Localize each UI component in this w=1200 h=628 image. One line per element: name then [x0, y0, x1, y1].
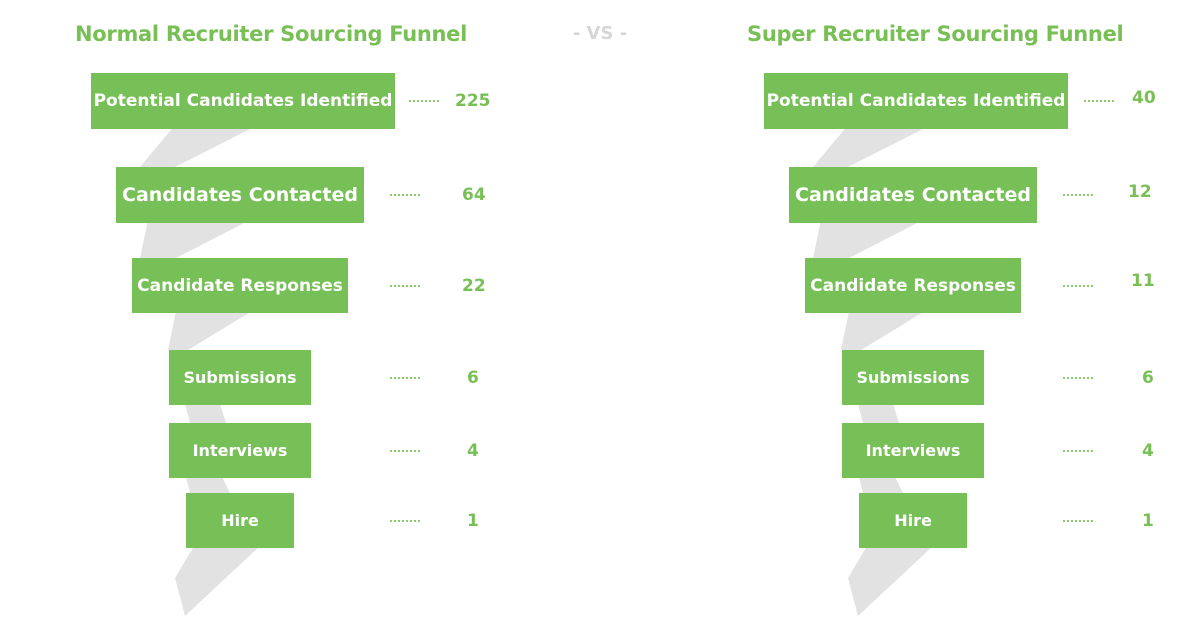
funnel-stage-box: Hire — [186, 493, 294, 548]
funnel-stage-label: Submissions — [856, 368, 970, 387]
funnel-stage-value: 22 — [462, 275, 486, 296]
funnel-stage-value: 4 — [467, 440, 479, 461]
funnel-stage-value: 225 — [455, 91, 491, 111]
funnel-stage-value: 11 — [1131, 271, 1155, 291]
funnel-shadow — [813, 125, 933, 616]
funnel-stage-label: Candidates Contacted — [122, 184, 358, 206]
right-funnel-title: Super Recruiter Sourcing Funnel — [747, 22, 1124, 46]
funnel-shadow-segment — [858, 404, 899, 423]
funnel-stage-label: Candidate Responses — [137, 275, 343, 296]
dotted-leader-line — [390, 194, 420, 196]
funnel-shadow-segment — [848, 546, 933, 616]
funnel-shadow-segment — [168, 311, 252, 350]
funnel-stage-label: Candidates Contacted — [795, 184, 1031, 206]
funnel-stage-value: 6 — [467, 367, 479, 388]
dotted-leader-line — [390, 449, 420, 452]
funnel-stage-value: 40 — [1132, 88, 1156, 108]
funnel-shadow-segment — [813, 220, 923, 258]
funnel-stage-value: 12 — [1128, 182, 1152, 202]
funnel-stage-box: Hire — [859, 493, 967, 548]
funnel-stage-box: Potential Candidates Identified — [91, 73, 395, 129]
funnel-stage-label: Hire — [221, 511, 259, 530]
funnel-stage-box: Potential Candidates Identified — [764, 73, 1068, 129]
funnel-stage-box: Candidates Contacted — [116, 167, 364, 223]
funnel-stage-label: Submissions — [183, 368, 297, 387]
dotted-leader-line — [1084, 100, 1114, 102]
funnel-stage-box: Interviews — [169, 423, 311, 478]
funnel-stage-value: 64 — [462, 185, 486, 205]
funnel-shadow-segment — [186, 477, 230, 493]
funnel-shadow-segment — [175, 546, 260, 616]
funnel-stage-value: 1 — [467, 510, 479, 531]
funnel-shadow-segment — [140, 220, 250, 258]
funnel-shadow — [140, 125, 260, 616]
funnel-stage-value: 1 — [1142, 510, 1154, 531]
dotted-leader-line — [390, 519, 420, 522]
dotted-leader-line — [1063, 376, 1093, 379]
funnel-stage-value: 4 — [1142, 440, 1154, 461]
dotted-leader-line — [390, 284, 420, 287]
funnel-stage-label: Potential Candidates Identified — [93, 91, 393, 111]
funnel-stage-box: Candidates Contacted — [789, 167, 1037, 223]
funnel-stage-box: Submissions — [169, 350, 311, 405]
left-funnel-title: Normal Recruiter Sourcing Funnel — [75, 22, 468, 46]
funnel-stage-value: 6 — [1142, 367, 1154, 388]
funnel-shadow-segment — [859, 477, 903, 493]
dotted-leader-line — [1063, 519, 1093, 522]
funnel-shadow-segment — [140, 125, 258, 167]
dotted-leader-line — [1063, 284, 1093, 287]
funnel-stage-label: Interviews — [192, 441, 288, 460]
funnel-stage-label: Potential Candidates Identified — [766, 91, 1066, 111]
funnel-stage-label: Candidate Responses — [810, 275, 1016, 296]
funnel-stage-box: Submissions — [842, 350, 984, 405]
funnel-stage-box: Candidate Responses — [805, 258, 1021, 313]
funnel-stage-box: Candidate Responses — [132, 258, 348, 313]
dotted-leader-line — [390, 376, 420, 379]
funnel-stage-label: Hire — [894, 511, 932, 530]
dotted-leader-line — [409, 100, 439, 102]
dotted-leader-line — [1063, 449, 1093, 452]
funnel-shadow-segment — [813, 125, 931, 167]
funnel-stage-label: Interviews — [865, 441, 961, 460]
funnel-shadow-segment — [841, 311, 925, 350]
dotted-leader-line — [1063, 194, 1093, 196]
vs-label: - VS - — [572, 23, 628, 44]
funnel-stage-box: Interviews — [842, 423, 984, 478]
funnel-shadow-segment — [185, 404, 226, 423]
